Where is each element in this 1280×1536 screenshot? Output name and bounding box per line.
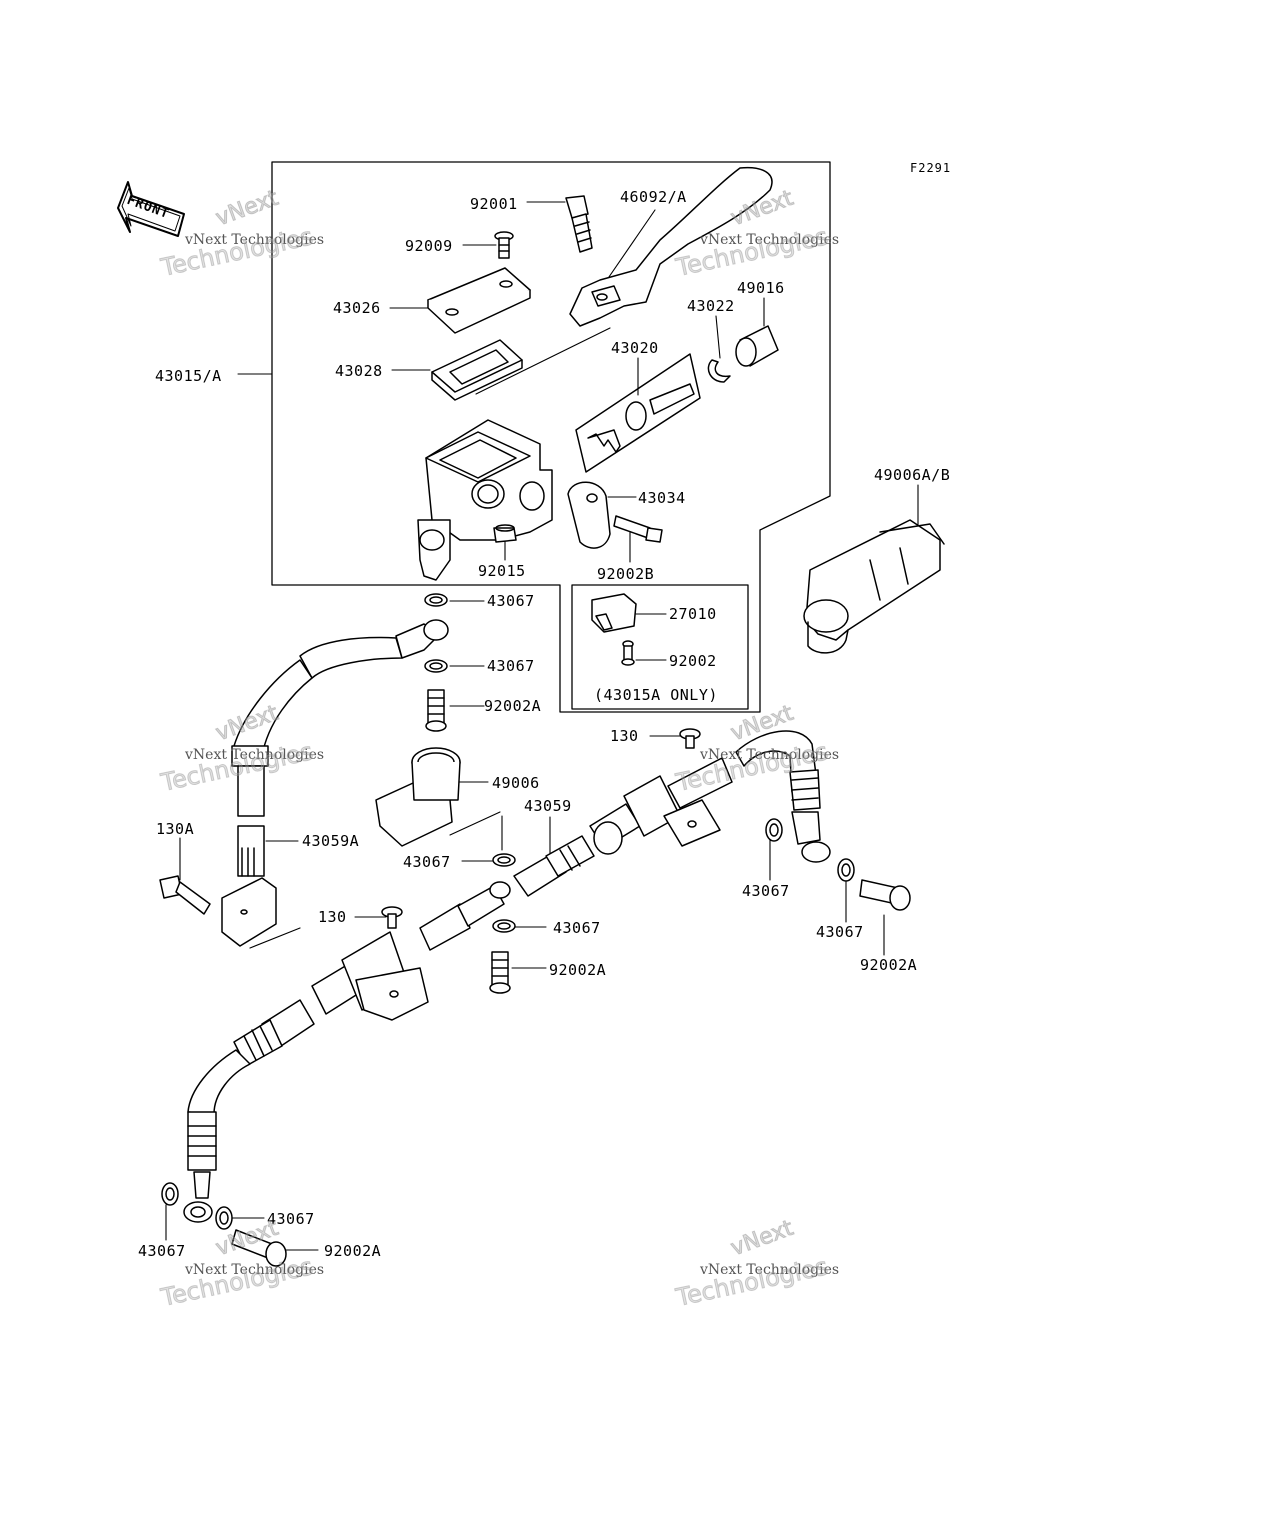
- label-92002: 92002: [669, 652, 717, 670]
- assembly-box-43015: [271, 161, 831, 713]
- bolt-130-upper: [679, 728, 701, 749]
- label-43067-5: 43067: [553, 919, 601, 937]
- label-43067-8: 43067: [138, 1242, 186, 1260]
- bolt-92001: [565, 195, 593, 253]
- diaphragm-43028: [431, 339, 523, 401]
- bolt-92002B: [613, 515, 663, 543]
- label-92009: 92009: [405, 237, 453, 255]
- reservoir-cap-43026: [427, 267, 531, 334]
- figure-code: F2291: [910, 161, 952, 175]
- label-43028: 43028: [335, 362, 383, 380]
- brake-lever-46092: [569, 166, 773, 327]
- screw-92002: [621, 640, 635, 666]
- label-49006: 49006: [492, 774, 540, 792]
- label-43067-4: 43067: [742, 882, 790, 900]
- switch-box-43015A: [571, 584, 749, 710]
- label-43020: 43020: [611, 339, 659, 357]
- leader-lines: [165, 201, 919, 1251]
- front-arrow-icon: [117, 181, 185, 237]
- cover-49006AB: [803, 519, 945, 654]
- hose-right: [735, 730, 831, 863]
- hose-center: [419, 757, 733, 951]
- label-92002A-2: 92002A: [860, 956, 918, 974]
- circlip-43022: [707, 359, 731, 383]
- label-43022: 43022: [687, 297, 735, 315]
- label-43067-7: 43067: [267, 1210, 315, 1228]
- label-130-2: 130: [318, 908, 347, 926]
- label-130A: 130A: [156, 820, 195, 838]
- label-92002A-3: 92002A: [549, 961, 607, 979]
- bolt-130A: [159, 875, 211, 915]
- label-49006AB: 49006A/B: [874, 466, 951, 484]
- label-43059: 43059: [524, 797, 572, 815]
- label-92002A-1: 92002A: [484, 697, 542, 715]
- banjo-bolts-92002A: [231, 689, 911, 1267]
- label-92002A-4: 92002A: [324, 1242, 382, 1260]
- label-43067-2: 43067: [487, 657, 535, 675]
- label-46092: 46092/A: [620, 188, 687, 206]
- label-43067-1: 43067: [487, 592, 535, 610]
- switch-27010: [591, 593, 637, 633]
- master-cylinder-body: [417, 419, 553, 581]
- boot-49016: [735, 325, 779, 367]
- hose-lower: [183, 931, 429, 1223]
- label-92015: 92015: [478, 562, 526, 580]
- label-43067-6: 43067: [816, 923, 864, 941]
- nut-92015: [493, 524, 517, 543]
- washers-43067: [161, 593, 855, 1230]
- label-43015: 43015/A: [155, 367, 222, 385]
- piston-kit-43020: [575, 353, 701, 473]
- cap-49006: [375, 747, 461, 847]
- screw-92009: [494, 231, 514, 259]
- bolt-130-lower: [381, 906, 403, 929]
- label-43067-3: 43067: [403, 853, 451, 871]
- label-130-1: 130: [610, 727, 639, 745]
- label-27010: 27010: [669, 605, 717, 623]
- label-43015A-only: (43015A ONLY): [594, 686, 718, 704]
- label-43026: 43026: [333, 299, 381, 317]
- label-43059A: 43059A: [302, 832, 360, 850]
- label-43034: 43034: [638, 489, 686, 507]
- clamp-43034: [567, 481, 611, 549]
- label-92001: 92001: [470, 195, 518, 213]
- hose-upper: [221, 619, 449, 947]
- label-49016: 49016: [737, 279, 785, 297]
- label-92002B: 92002B: [597, 565, 655, 583]
